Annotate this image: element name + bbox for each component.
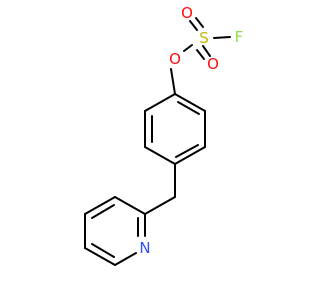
bond-pyridine-inner-1 [91,204,115,219]
atom-label-nitrogen: N [139,239,150,257]
bond-pyridine-4 [84,247,116,266]
bond-group [84,17,231,266]
bond-benzene-3 [174,146,206,165]
atom-label-oxygen-ester: O [169,50,181,68]
bond-benzene-inner-1 [177,101,200,115]
atom-label-group: F S O O O N [139,4,243,257]
bond-ch2-pyridine [144,196,176,215]
molecule-canvas: F S O O O N [84,4,243,266]
bond-benzene-4 [144,146,176,165]
bond-pyridine-2 [84,196,116,215]
bond-pyridine-1 [114,196,146,215]
atom-label-oxygen-top: O [181,4,193,22]
bond-s-o-bottom-b [196,49,205,60]
bond-pyridine-5 [114,252,137,266]
bond-s-o-ester [183,44,193,52]
bond-pyridine-inner-2 [91,243,115,258]
bond-s-f [213,36,231,39]
bond-s-o-top-a [189,20,198,31]
bond-s-o-bottom-a [202,45,211,57]
bond-o-ring [170,68,176,95]
bond-benzene-inner-2 [175,144,199,158]
bond-benzene-1 [174,93,206,112]
structure-drawing: F S O O O N [84,4,243,266]
atom-label-fluorine: F [235,28,244,46]
bond-s-o-top-b [195,17,204,28]
atom-label-sulfur: S [199,29,209,47]
atom-label-oxygen-bottom: O [207,55,219,73]
bond-benzene-6 [144,93,176,112]
